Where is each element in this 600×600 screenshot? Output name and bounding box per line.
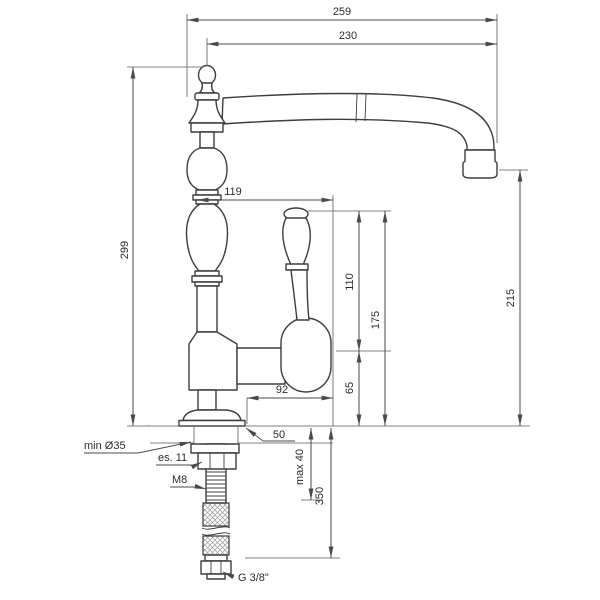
dim-total-reach-label: 259 [333, 6, 351, 18]
handle-cap [280, 317, 332, 393]
spout-outlet [462, 149, 498, 179]
column-ring [192, 194, 222, 201]
counter-section [148, 425, 530, 444]
column-neck-upper [199, 131, 215, 149]
callout-leaders [84, 427, 295, 579]
hose-break-lines [201, 526, 231, 536]
column-taper [185, 203, 229, 272]
column-ring [194, 270, 220, 277]
column-cylinder [196, 285, 218, 333]
lever-ring [285, 263, 309, 271]
hex-nut-flats [209, 453, 225, 469]
stud-threads [206, 471, 226, 501]
callout-hole-diameter-label: min Ø35 [84, 440, 126, 452]
hose-nipple [206, 573, 226, 580]
lever-grip [282, 217, 311, 266]
finial-knob [197, 64, 217, 86]
base-flange [182, 409, 242, 422]
dim-spout-to-handle-label: 119 [224, 186, 242, 198]
dim-body-height-label: 299 [119, 241, 131, 259]
dim-outlet-height-label: 215 [505, 289, 517, 307]
base-plate [178, 419, 246, 427]
handle-boss [236, 347, 286, 385]
extension-lines [127, 14, 528, 559]
callout-thread-label: M8 [172, 474, 187, 486]
finial-neck [198, 82, 216, 94]
dimension-lines [130, 17, 523, 558]
callout-underlines [84, 440, 295, 488]
callout-hex-size-label: es. 11 [158, 452, 187, 464]
column-barrel [186, 147, 228, 191]
faucet-outline [178, 64, 498, 427]
column-ring [191, 275, 223, 283]
leader-base-offset [245, 427, 264, 442]
dim-handle-top-to-base-label: 175 [370, 311, 382, 329]
flex-hose-lower [202, 535, 230, 556]
dim-base-offset-label: 50 [273, 429, 285, 441]
spout [221, 92, 495, 151]
dim-max-thickness-label: max 40 [294, 449, 306, 485]
leader-thread [194, 483, 207, 490]
under-counter-hardware [190, 443, 240, 580]
valve-body [188, 331, 238, 391]
dim-pivot-to-base-label: 65 [344, 382, 356, 394]
callout-connection-label: G 3/8" [238, 572, 269, 584]
spout-collar [190, 122, 224, 133]
dim-spout-reach-label: 230 [339, 30, 357, 42]
flex-hose-upper [202, 502, 230, 527]
leader-connection [222, 571, 235, 579]
leader-hole-diameter [137, 441, 192, 454]
finial-disc [194, 92, 220, 101]
dim-hose-drop-label: 350 [314, 487, 326, 505]
lever-stem [290, 269, 310, 321]
dimension-labels: 259 230 299 119 110 175 65 215 92 50 max… [84, 6, 517, 584]
counter-lines [148, 425, 530, 444]
finial-bell [188, 99, 226, 124]
dim-handle-height-label: 110 [344, 273, 356, 291]
hose-ferrule [204, 554, 228, 562]
hose-fitting [200, 560, 232, 575]
column-ring [195, 189, 219, 196]
dim-base-to-handle-label: 92 [276, 384, 288, 396]
hose-fitting-flats [210, 561, 222, 574]
hex-nut [197, 452, 237, 470]
spout-joint-ticks [355, 93, 367, 123]
horseshoe-washer [190, 443, 240, 454]
leader-hex-size [190, 461, 203, 470]
base-neck [197, 389, 217, 411]
